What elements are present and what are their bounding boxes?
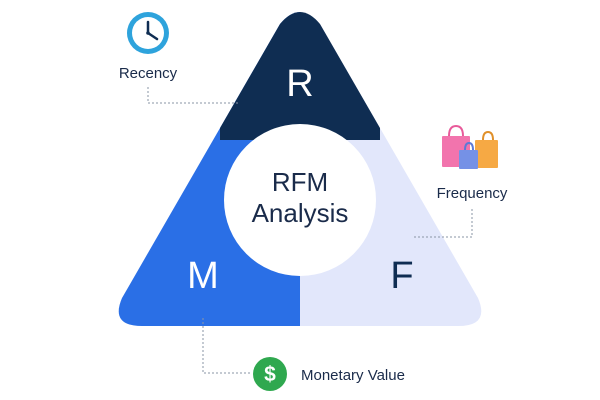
label-frequency: Frequency <box>437 185 508 202</box>
center-circle <box>224 124 376 276</box>
clock-icon <box>127 12 169 54</box>
dollar-symbol: $ <box>264 363 276 386</box>
label-monetary: Monetary Value <box>301 367 405 384</box>
connector-monetary <box>202 318 250 374</box>
segment-letter-m: M <box>187 255 219 297</box>
center-title-line2: Analysis <box>252 198 349 228</box>
segment-letter-f: F <box>390 255 413 297</box>
dollar-coin-icon: $ <box>253 357 287 391</box>
label-recency: Recency <box>119 65 178 82</box>
connector-recency <box>147 87 238 104</box>
segment-letter-r: R <box>286 63 313 105</box>
shopping-bags-icon <box>442 124 498 169</box>
center-title-line1: RFM <box>272 167 328 197</box>
connector-frequency <box>414 209 473 238</box>
